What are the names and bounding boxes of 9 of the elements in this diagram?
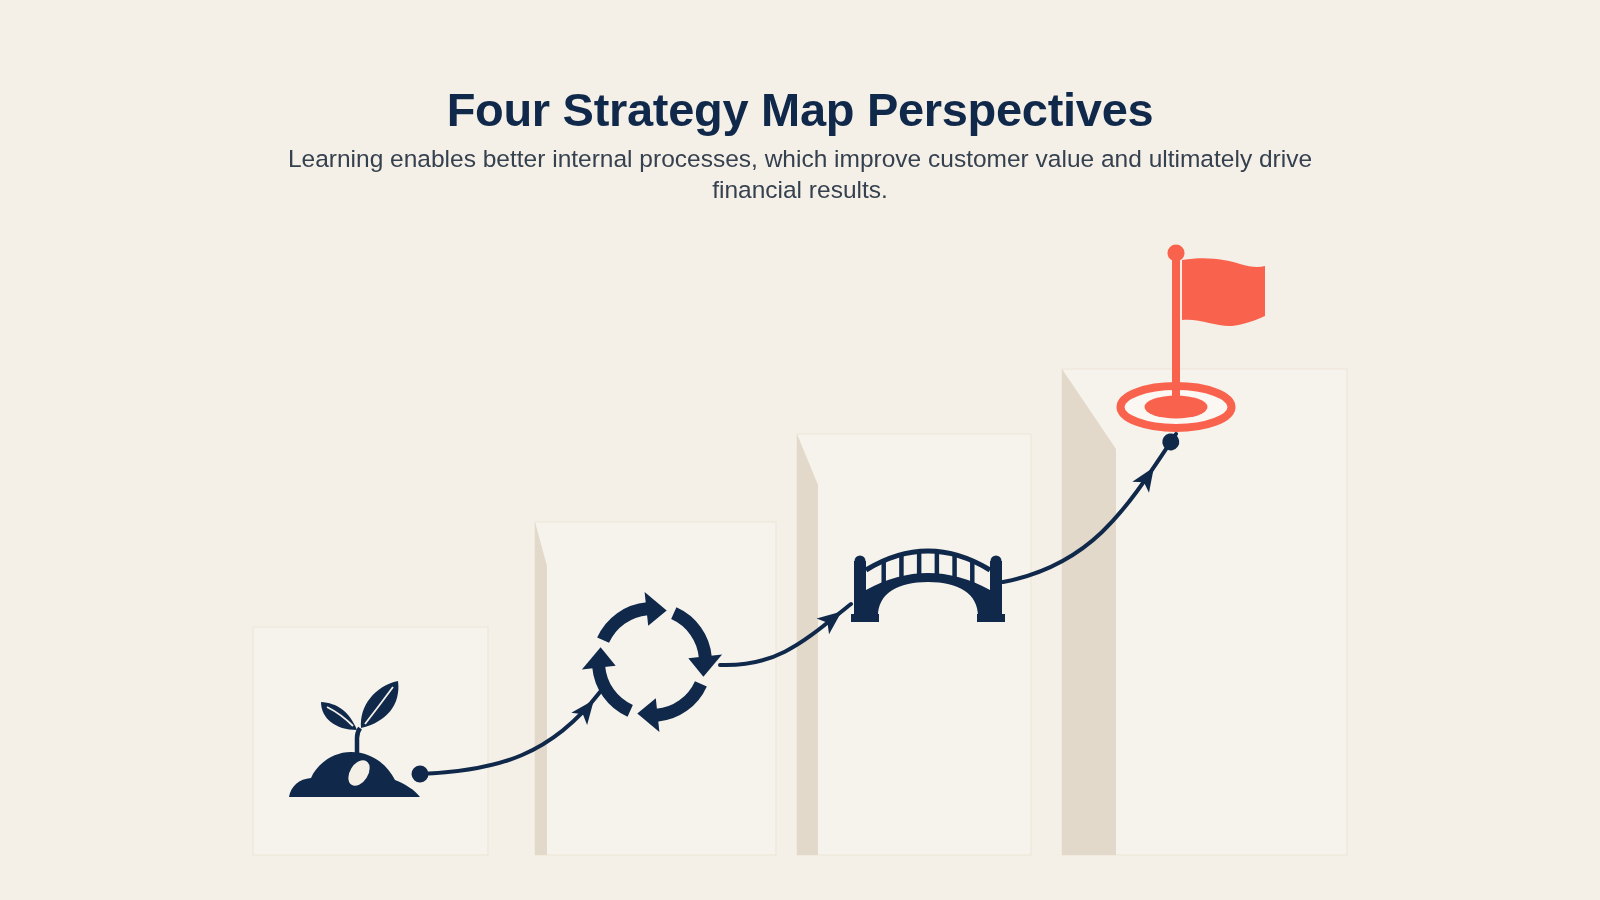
connector-arrow: [411, 690, 602, 783]
title: Four Strategy Map Perspectives: [446, 82, 1154, 138]
bridge-icon: [851, 548, 1005, 622]
cycle-arrows-icon: [582, 591, 722, 733]
subtitle: Learning enables better internal processes, which improve customer value and ultimately drive financial results.: [286, 144, 1314, 205]
target-flag-icon: [1116, 244, 1266, 434]
connector-arrow: [1001, 432, 1180, 584]
sprout-icon: [289, 680, 420, 797]
connector-arrow: [718, 602, 853, 667]
